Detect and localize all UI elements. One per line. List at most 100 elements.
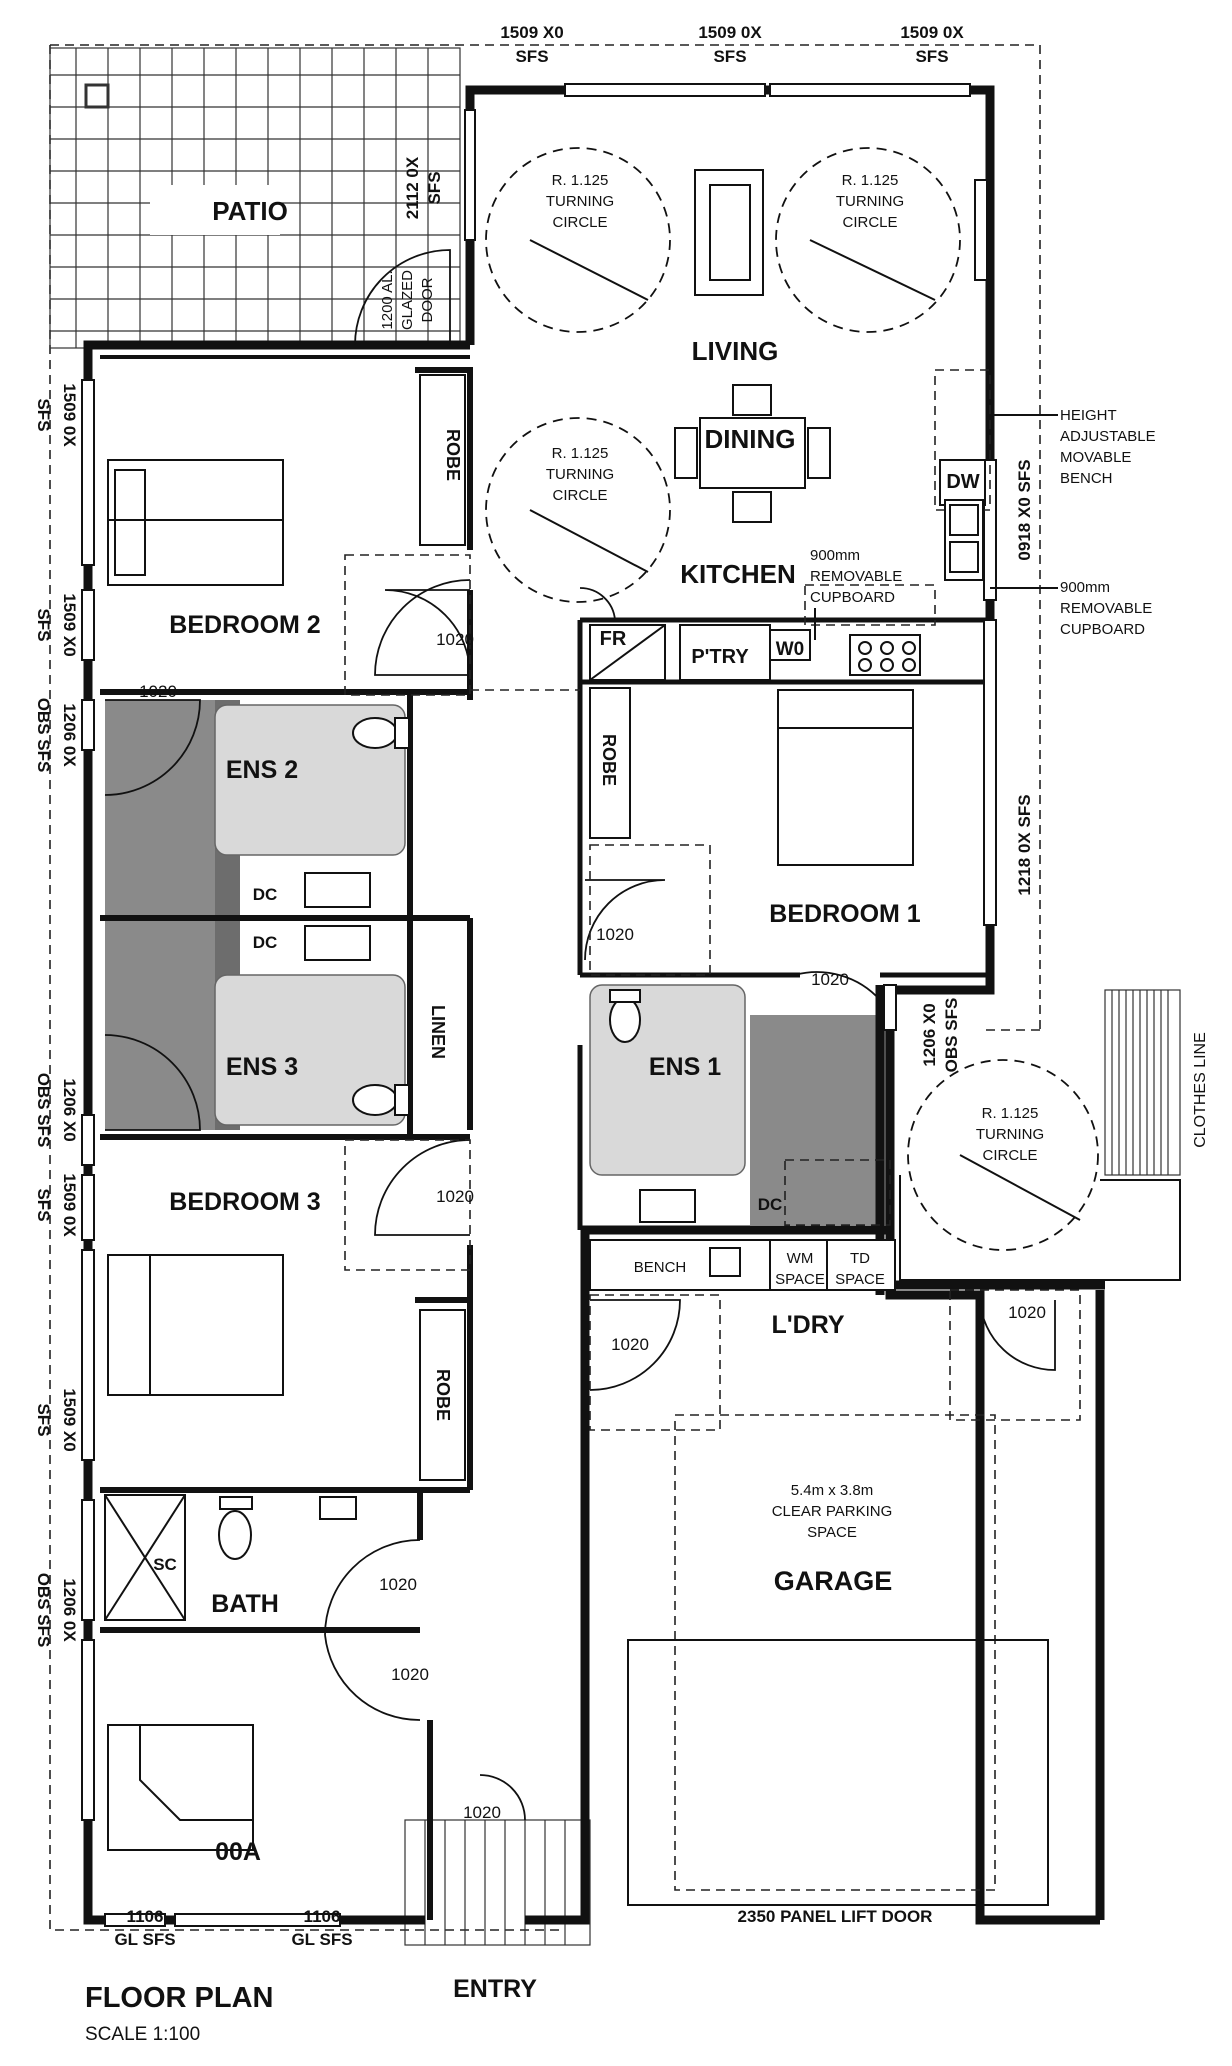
svg-text:CIRCLE: CIRCLE xyxy=(842,214,897,231)
clothes-line xyxy=(899,989,1181,1281)
room-patio: PATIO xyxy=(212,196,288,226)
bed-bedroom3 xyxy=(107,1254,284,1396)
room-robe-bed2: ROBE xyxy=(443,429,463,481)
svg-text:SFS: SFS xyxy=(34,1403,53,1436)
room-robe-bed1: ROBE xyxy=(599,734,619,786)
dishwasher-label: DW xyxy=(946,471,979,493)
svg-text:1106: 1106 xyxy=(304,1907,341,1926)
svg-text:TURNING: TURNING xyxy=(836,193,904,210)
bed-study xyxy=(107,1724,254,1851)
room-bath: BATH xyxy=(211,1590,279,1618)
room-ens2: ENS 2 xyxy=(226,756,298,784)
turning-circles xyxy=(485,147,1099,1251)
sofa xyxy=(694,169,764,296)
notes: HEIGHT ADJUSTABLE MOVABLE BENCH 900mm RE… xyxy=(634,407,1156,1541)
svg-text:R. 1.125: R. 1.125 xyxy=(982,1105,1039,1122)
svg-text:SFS: SFS xyxy=(34,608,53,641)
svg-text:1509 0X: 1509 0X xyxy=(900,23,964,42)
glazed-door-line1: 1200 AL. xyxy=(379,270,396,329)
svg-text:1509 X0: 1509 X0 xyxy=(60,1388,79,1451)
shower-chair-label: SC xyxy=(153,1555,177,1574)
svg-text:1206 0X: 1206 0X xyxy=(60,703,79,767)
svg-text:1206 0X: 1206 0X xyxy=(60,1578,79,1642)
furniture xyxy=(104,169,988,1851)
svg-text:1509 0X: 1509 0X xyxy=(60,383,79,447)
clothes-line-label: CLOTHES LINE xyxy=(1192,1032,1209,1148)
room-study: 00A xyxy=(215,1838,261,1866)
room-bedroom2: BEDROOM 2 xyxy=(169,611,320,639)
kitchen-sink xyxy=(944,499,984,581)
svg-text:CUPBOARD: CUPBOARD xyxy=(810,589,895,606)
svg-text:1206 X0: 1206 X0 xyxy=(60,1078,79,1141)
svg-text:ADJUSTABLE: ADJUSTABLE xyxy=(1060,428,1156,445)
bed-bedroom2 xyxy=(107,459,284,586)
svg-text:SPACE: SPACE xyxy=(775,1271,825,1288)
svg-text:MOVABLE: MOVABLE xyxy=(1060,449,1131,466)
svg-text:SPACE: SPACE xyxy=(835,1271,885,1288)
svg-text:1509 0X: 1509 0X xyxy=(60,1173,79,1237)
svg-text:OBS SFS: OBS SFS xyxy=(34,1073,53,1148)
svg-text:CLEAR PARKING: CLEAR PARKING xyxy=(772,1503,893,1520)
svg-text:1509 X0: 1509 X0 xyxy=(60,593,79,656)
wm-space: WM xyxy=(787,1250,814,1267)
svg-text:1509 X0: 1509 X0 xyxy=(500,23,563,42)
plan-scale: SCALE 1:100 xyxy=(85,2024,200,2045)
svg-text:OBS SFS: OBS SFS xyxy=(34,1573,53,1648)
site-boundary xyxy=(49,44,1041,1931)
room-robe-bed3: ROBE xyxy=(433,1369,453,1421)
svg-text:1020: 1020 xyxy=(139,682,177,701)
svg-text:TURNING: TURNING xyxy=(546,193,614,210)
room-garage: GARAGE xyxy=(774,1566,893,1596)
dining-table xyxy=(699,417,806,489)
svg-text:1206 X0: 1206 X0 xyxy=(920,1003,939,1066)
svg-text:R. 1.125: R. 1.125 xyxy=(842,172,899,189)
svg-text:1020: 1020 xyxy=(463,1803,501,1822)
svg-text:SFS: SFS xyxy=(425,171,444,204)
svg-text:TURNING: TURNING xyxy=(976,1126,1044,1143)
svg-text:TURNING: TURNING xyxy=(546,466,614,483)
svg-text:CIRCLE: CIRCLE xyxy=(982,1147,1037,1164)
svg-text:CIRCLE: CIRCLE xyxy=(552,214,607,231)
parking-note: 5.4m x 3.8m xyxy=(791,1482,874,1499)
svg-text:1106: 1106 xyxy=(127,1907,164,1926)
svg-text:GLAZED: GLAZED xyxy=(399,270,416,330)
svg-text:1020: 1020 xyxy=(436,630,474,649)
svg-text:CUPBOARD: CUPBOARD xyxy=(1060,621,1145,638)
svg-text:1020: 1020 xyxy=(596,925,634,944)
svg-text:1020: 1020 xyxy=(436,1187,474,1206)
ens1-shower xyxy=(750,1015,890,1225)
svg-text:CIRCLE: CIRCLE xyxy=(552,487,607,504)
cupboard-note-kitchen: 900mm xyxy=(810,547,860,564)
bed-bedroom1 xyxy=(777,689,914,866)
room-ens1: ENS 1 xyxy=(649,1053,721,1081)
svg-text:R. 1.125: R. 1.125 xyxy=(552,445,609,462)
svg-text:1509 0X: 1509 0X xyxy=(698,23,762,42)
svg-text:1020: 1020 xyxy=(1008,1303,1046,1322)
svg-text:1020: 1020 xyxy=(379,1575,417,1594)
svg-text:OBS SFS: OBS SFS xyxy=(34,698,53,773)
fridge-label: FR xyxy=(600,628,627,650)
svg-text:0918 X0 SFS: 0918 X0 SFS xyxy=(1015,459,1034,560)
svg-text:SFS: SFS xyxy=(515,47,548,66)
room-kitchen: KITCHEN xyxy=(680,559,796,589)
room-pantry: P'TRY xyxy=(691,646,749,668)
doors xyxy=(104,249,1056,1821)
room-bedroom3: BEDROOM 3 xyxy=(169,1188,320,1216)
room-entry: ENTRY xyxy=(453,1975,537,2003)
garage-door-label: 2350 PANEL LIFT DOOR xyxy=(738,1907,933,1926)
svg-text:1020: 1020 xyxy=(391,1665,429,1684)
room-laundry: L'DRY xyxy=(771,1311,844,1339)
td-space: TD xyxy=(850,1250,870,1267)
dc-ens2: DC xyxy=(253,885,278,904)
svg-text:SFS: SFS xyxy=(915,47,948,66)
svg-text:OBS SFS: OBS SFS xyxy=(942,998,961,1073)
svg-text:SFS: SFS xyxy=(34,1188,53,1221)
room-dining: DINING xyxy=(705,424,796,454)
svg-text:1020: 1020 xyxy=(811,970,849,989)
ens3-accessible-zone xyxy=(214,974,406,1126)
svg-text:R. 1.125: R. 1.125 xyxy=(552,172,609,189)
door-labels: 1020 1020 1020 1020 1020 1020 1020 1020 … xyxy=(139,270,1046,1926)
garage-door xyxy=(627,1639,1049,1906)
room-labels: PATIO LIVING DINING KITCHEN BEDROOM 2 BE… xyxy=(153,196,1209,2003)
wall-oven-label: W0 xyxy=(776,639,805,660)
